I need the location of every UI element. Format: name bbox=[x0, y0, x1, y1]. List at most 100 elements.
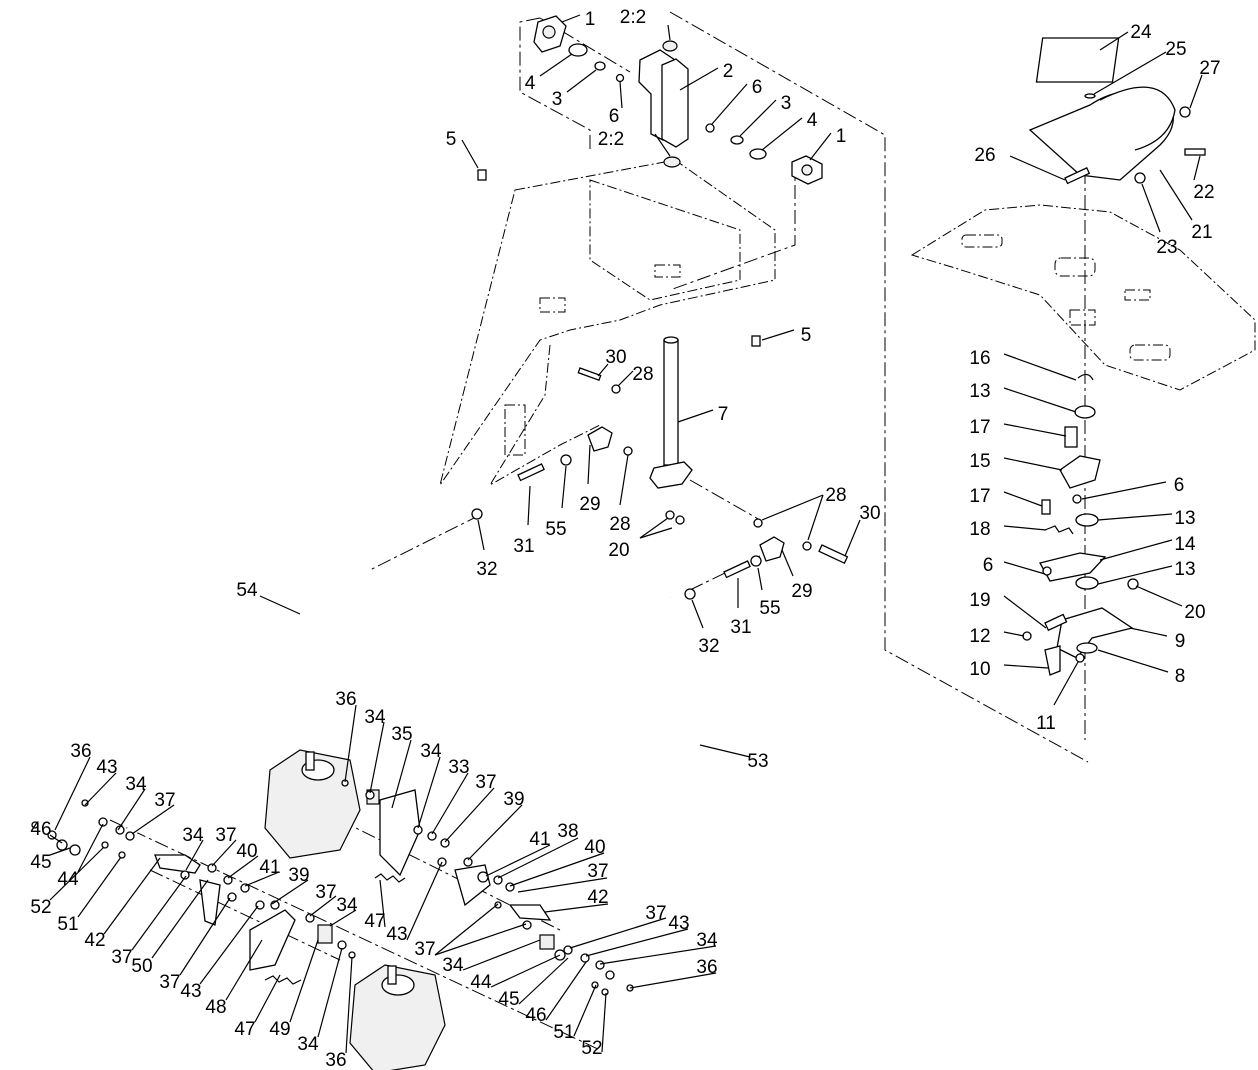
callout-label: 25 bbox=[1165, 39, 1186, 60]
right-pedal-assembly bbox=[910, 37, 1256, 391]
leader-lines bbox=[49, 14, 1203, 1054]
callout-label: 45 bbox=[30, 852, 51, 873]
control-rods bbox=[126, 566, 705, 921]
callout-label: 36 bbox=[325, 1050, 346, 1070]
callout-label: 32 bbox=[698, 636, 719, 657]
callout-label: 9 bbox=[1175, 631, 1186, 652]
callout-label: 55 bbox=[545, 519, 566, 540]
callout-label: 41 bbox=[259, 857, 280, 878]
callout-label: 37 bbox=[414, 939, 435, 960]
callout-label: 6 bbox=[752, 77, 763, 98]
callout-label: 31 bbox=[513, 536, 534, 557]
callout-label: 20 bbox=[1184, 602, 1205, 623]
callout-label: 37 bbox=[159, 972, 180, 993]
callout-label: 43 bbox=[180, 981, 201, 1002]
callout-label: 30 bbox=[859, 503, 880, 524]
callout-label: 36 bbox=[696, 957, 717, 978]
callout-label: 44 bbox=[470, 972, 492, 993]
callout-label: 45 bbox=[498, 989, 519, 1010]
callout-label: 26 bbox=[974, 145, 995, 166]
callout-label: 50 bbox=[131, 956, 152, 977]
callout-label: 34 bbox=[182, 825, 204, 846]
callout-label: 23 bbox=[1156, 237, 1177, 258]
callout-label: 5 bbox=[801, 325, 812, 346]
callout-label: 34 bbox=[125, 774, 147, 795]
callout-label: 13 bbox=[1174, 559, 1195, 580]
control-shaft bbox=[649, 336, 693, 525]
upper-pivot-assembly bbox=[477, 15, 823, 347]
callout-label: 7 bbox=[718, 404, 729, 425]
callout-label: 14 bbox=[1174, 534, 1196, 555]
callout-label: 36 bbox=[70, 741, 91, 762]
callout-label: 53 bbox=[747, 751, 768, 772]
callout-label: 5 bbox=[446, 129, 457, 150]
callout-label: 19 bbox=[969, 590, 990, 611]
callout-label: 37 bbox=[111, 947, 132, 968]
callout-label: 47 bbox=[234, 1019, 255, 1040]
callout-label: 33 bbox=[448, 757, 469, 778]
callout-label: 41 bbox=[529, 829, 550, 850]
callout-label: 38 bbox=[557, 821, 578, 842]
callout-label: 3 bbox=[552, 89, 563, 110]
callout-label: 46 bbox=[30, 819, 51, 840]
callout-label: 39 bbox=[503, 789, 524, 810]
callout-label: 22 bbox=[1193, 182, 1214, 203]
callout-label: 39 bbox=[288, 865, 309, 886]
callout-label: 29 bbox=[579, 494, 600, 515]
callout-label: 27 bbox=[1199, 58, 1220, 79]
callout-label: 17 bbox=[969, 417, 990, 438]
callout-label: 13 bbox=[969, 381, 990, 402]
hydraulic-pump-upper bbox=[264, 749, 361, 859]
console-frame bbox=[439, 159, 776, 486]
callout-label: 8 bbox=[1175, 666, 1186, 687]
callout-label: 31 bbox=[730, 617, 751, 638]
callout-label: 51 bbox=[553, 1022, 574, 1043]
callout-label: 34 bbox=[420, 741, 442, 762]
callout-label: 34 bbox=[364, 707, 386, 728]
callout-label: 36 bbox=[335, 689, 356, 710]
callout-label: 37 bbox=[154, 790, 175, 811]
callout-label: 13 bbox=[1174, 508, 1195, 529]
callout-label: 49 bbox=[269, 1019, 290, 1040]
callout-label: 4 bbox=[807, 110, 818, 131]
callout-label: 16 bbox=[969, 348, 990, 369]
callout-label: 24 bbox=[1130, 22, 1152, 43]
callout-label: 47 bbox=[364, 911, 385, 932]
right-lower-linkage bbox=[1022, 373, 1139, 676]
callout-label: 37 bbox=[587, 861, 608, 882]
callout-label: 44 bbox=[57, 869, 79, 890]
callout-label: 28 bbox=[825, 485, 846, 506]
callout-label: 34 bbox=[336, 895, 358, 916]
callout-label: 28 bbox=[609, 514, 630, 535]
callout-label: 43 bbox=[96, 757, 117, 778]
callout-label: 37 bbox=[645, 903, 666, 924]
callout-label: 10 bbox=[969, 659, 990, 680]
callout-label: 4 bbox=[525, 73, 536, 94]
callout-label: 20 bbox=[608, 540, 629, 561]
linkage-hardware-right bbox=[684, 518, 849, 600]
callout-label: 42 bbox=[84, 930, 105, 951]
callout-label: 17 bbox=[969, 486, 990, 507]
callout-label: 2:2 bbox=[598, 129, 624, 150]
callout-label: 51 bbox=[57, 914, 78, 935]
callout-label: 15 bbox=[969, 451, 990, 472]
callout-label: 43 bbox=[668, 913, 689, 934]
callout-label: 42 bbox=[587, 887, 608, 908]
callout-label: 37 bbox=[475, 772, 496, 793]
callout-label: 34 bbox=[696, 930, 718, 951]
callout-label: 21 bbox=[1191, 222, 1212, 243]
callout-label: 37 bbox=[315, 882, 336, 903]
callout-label: 11 bbox=[1036, 713, 1056, 734]
callout-label: 6 bbox=[609, 106, 620, 127]
callout-label: 48 bbox=[205, 997, 226, 1018]
pump-linkage-brackets bbox=[154, 789, 555, 985]
callout-label: 40 bbox=[236, 841, 257, 862]
callout-label: 1 bbox=[585, 9, 596, 30]
callout-label: 37 bbox=[215, 825, 236, 846]
callout-label: 54 bbox=[236, 580, 258, 601]
callout-label: 40 bbox=[584, 837, 605, 858]
callout-label: 52 bbox=[581, 1038, 602, 1059]
callout-label: 2:2 bbox=[620, 7, 646, 28]
